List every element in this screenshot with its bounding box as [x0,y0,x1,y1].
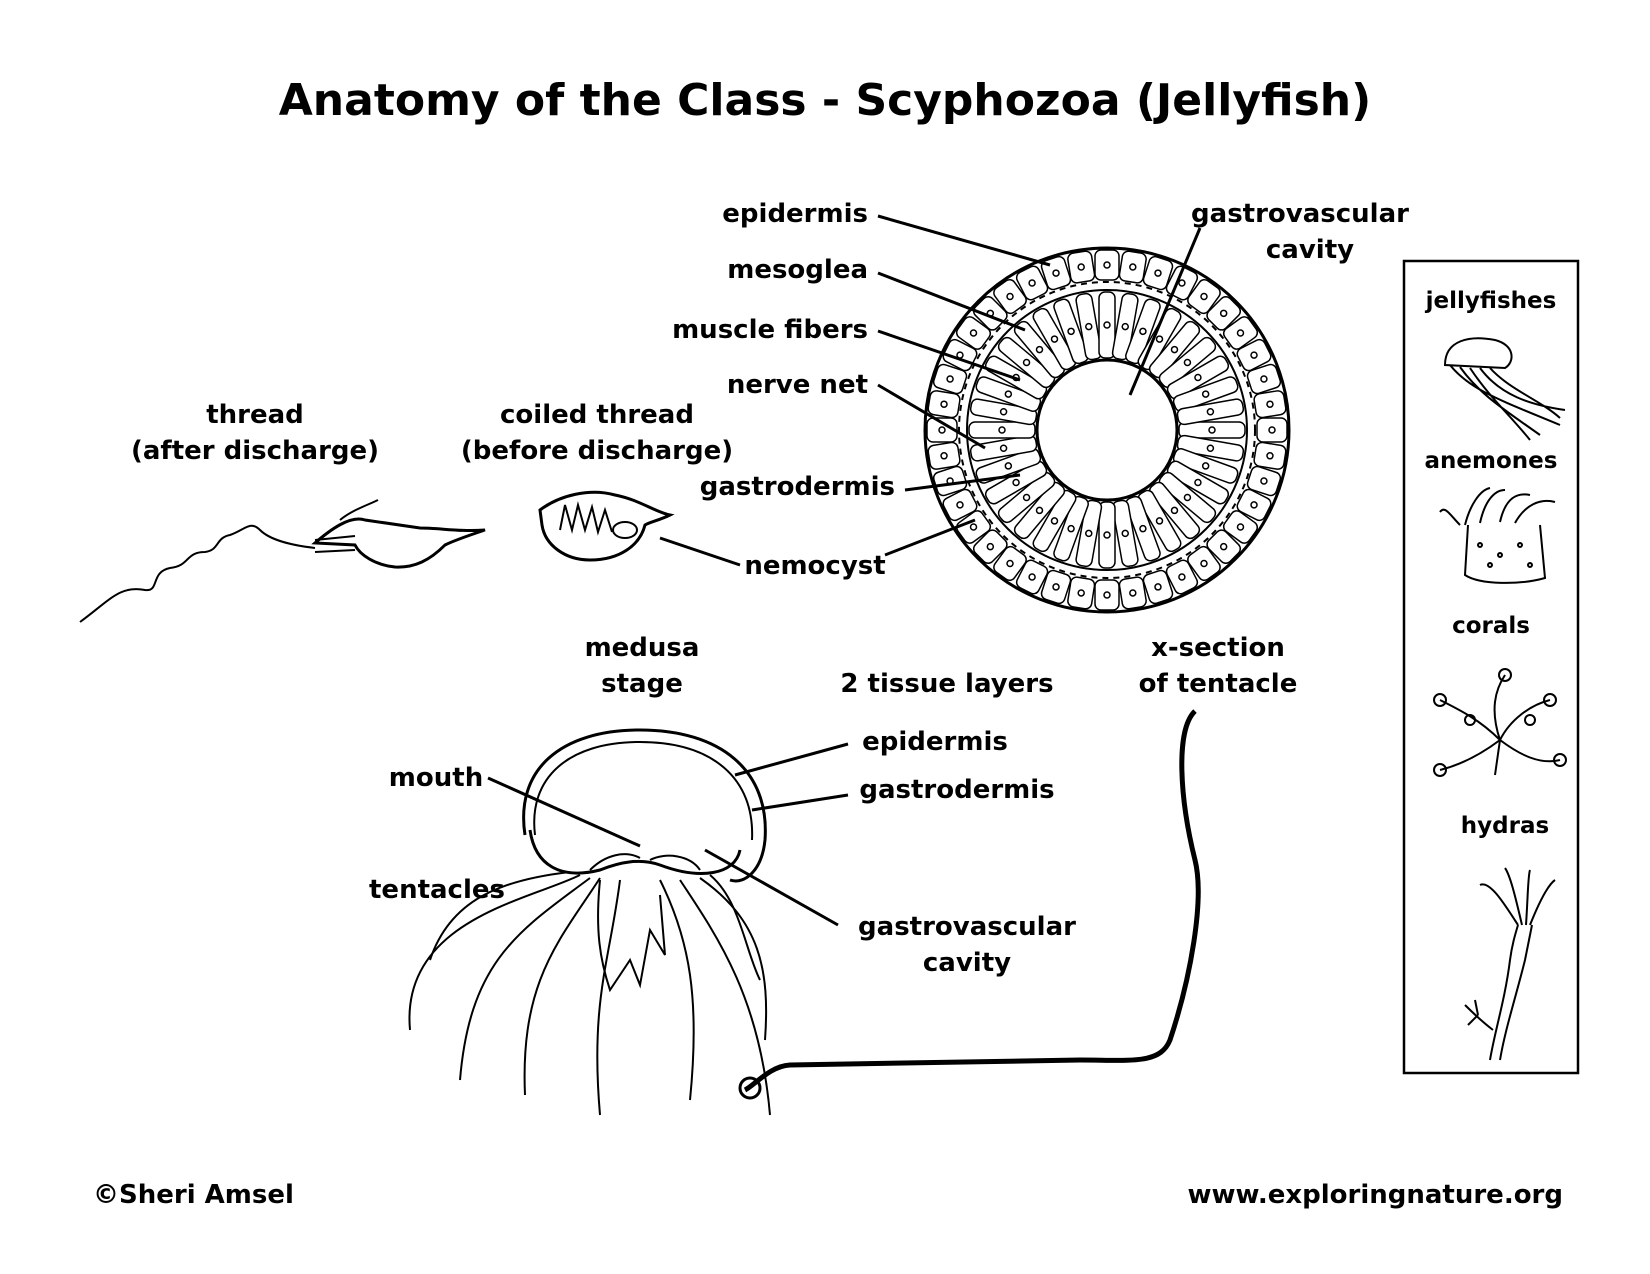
gastrodermis-cells [968,291,1246,569]
label-tentacles: tentacles [369,875,505,905]
sidebar-label-anemones: anemones [1425,448,1558,474]
label-stage: stage [601,669,683,699]
sidebar-label-corals: corals [1452,613,1530,639]
sidebar-label-jellyfishes: jellyfishes [1425,288,1557,314]
label-of-tentacle: of tentacle [1139,669,1298,699]
label-gastrodermis-top: gastrodermis [700,472,895,502]
label-coiled-thread: coiled thread [500,400,694,430]
label-gastrodermis-bottom: gastrodermis [859,775,1054,805]
label-x-section: x-section [1151,633,1285,663]
label-epidermis-top: epidermis [722,199,868,229]
hydra-icon [1464,867,1556,1061]
coral-icon [1433,668,1567,777]
label-mesoglea: mesoglea [727,255,868,285]
page-title: Anatomy of the Class - Scyphozoa (Jellyf… [279,75,1371,126]
label-gastrovascular-bottom: gastrovascular [858,912,1076,942]
coiled-nemocyst-drawing [538,490,675,562]
sidebar-label-hydras: hydras [1461,813,1549,839]
leader-lines-bottom [487,709,1201,1100]
jellyfish-icon [1443,337,1566,441]
label-nerve-net: nerve net [727,370,868,400]
label-cavity-bottom: cavity [923,948,1011,978]
label-muscle-fibers: muscle fibers [672,315,868,345]
label-before-discharge: (before discharge) [461,436,733,466]
label-gastrovascular-top: gastrovascular [1191,199,1409,229]
footer-website[interactable]: www.exploringnature.org [1187,1180,1563,1210]
tentacle-cross-section [923,246,1291,614]
label-medusa: medusa [585,633,700,663]
label-nemocyst: nemocyst [744,551,885,581]
label-epidermis-bottom: epidermis [862,727,1008,757]
label-after-discharge: (after discharge) [131,436,379,466]
label-thread: thread [206,400,304,430]
label-tissue-layers: 2 tissue layers [840,669,1053,699]
footer-copyright: ©Sheri Amsel [93,1180,294,1210]
leader-lines-top [659,214,1202,567]
anemone-icon [1439,487,1556,584]
label-cavity-top: cavity [1266,235,1354,265]
label-mouth: mouth [389,763,483,793]
medusa-drawing [408,728,771,1116]
sidebar-panel: jellyfishes anemones corals hydras [1402,259,1580,1075]
discharged-nemocyst-drawing [79,499,486,623]
